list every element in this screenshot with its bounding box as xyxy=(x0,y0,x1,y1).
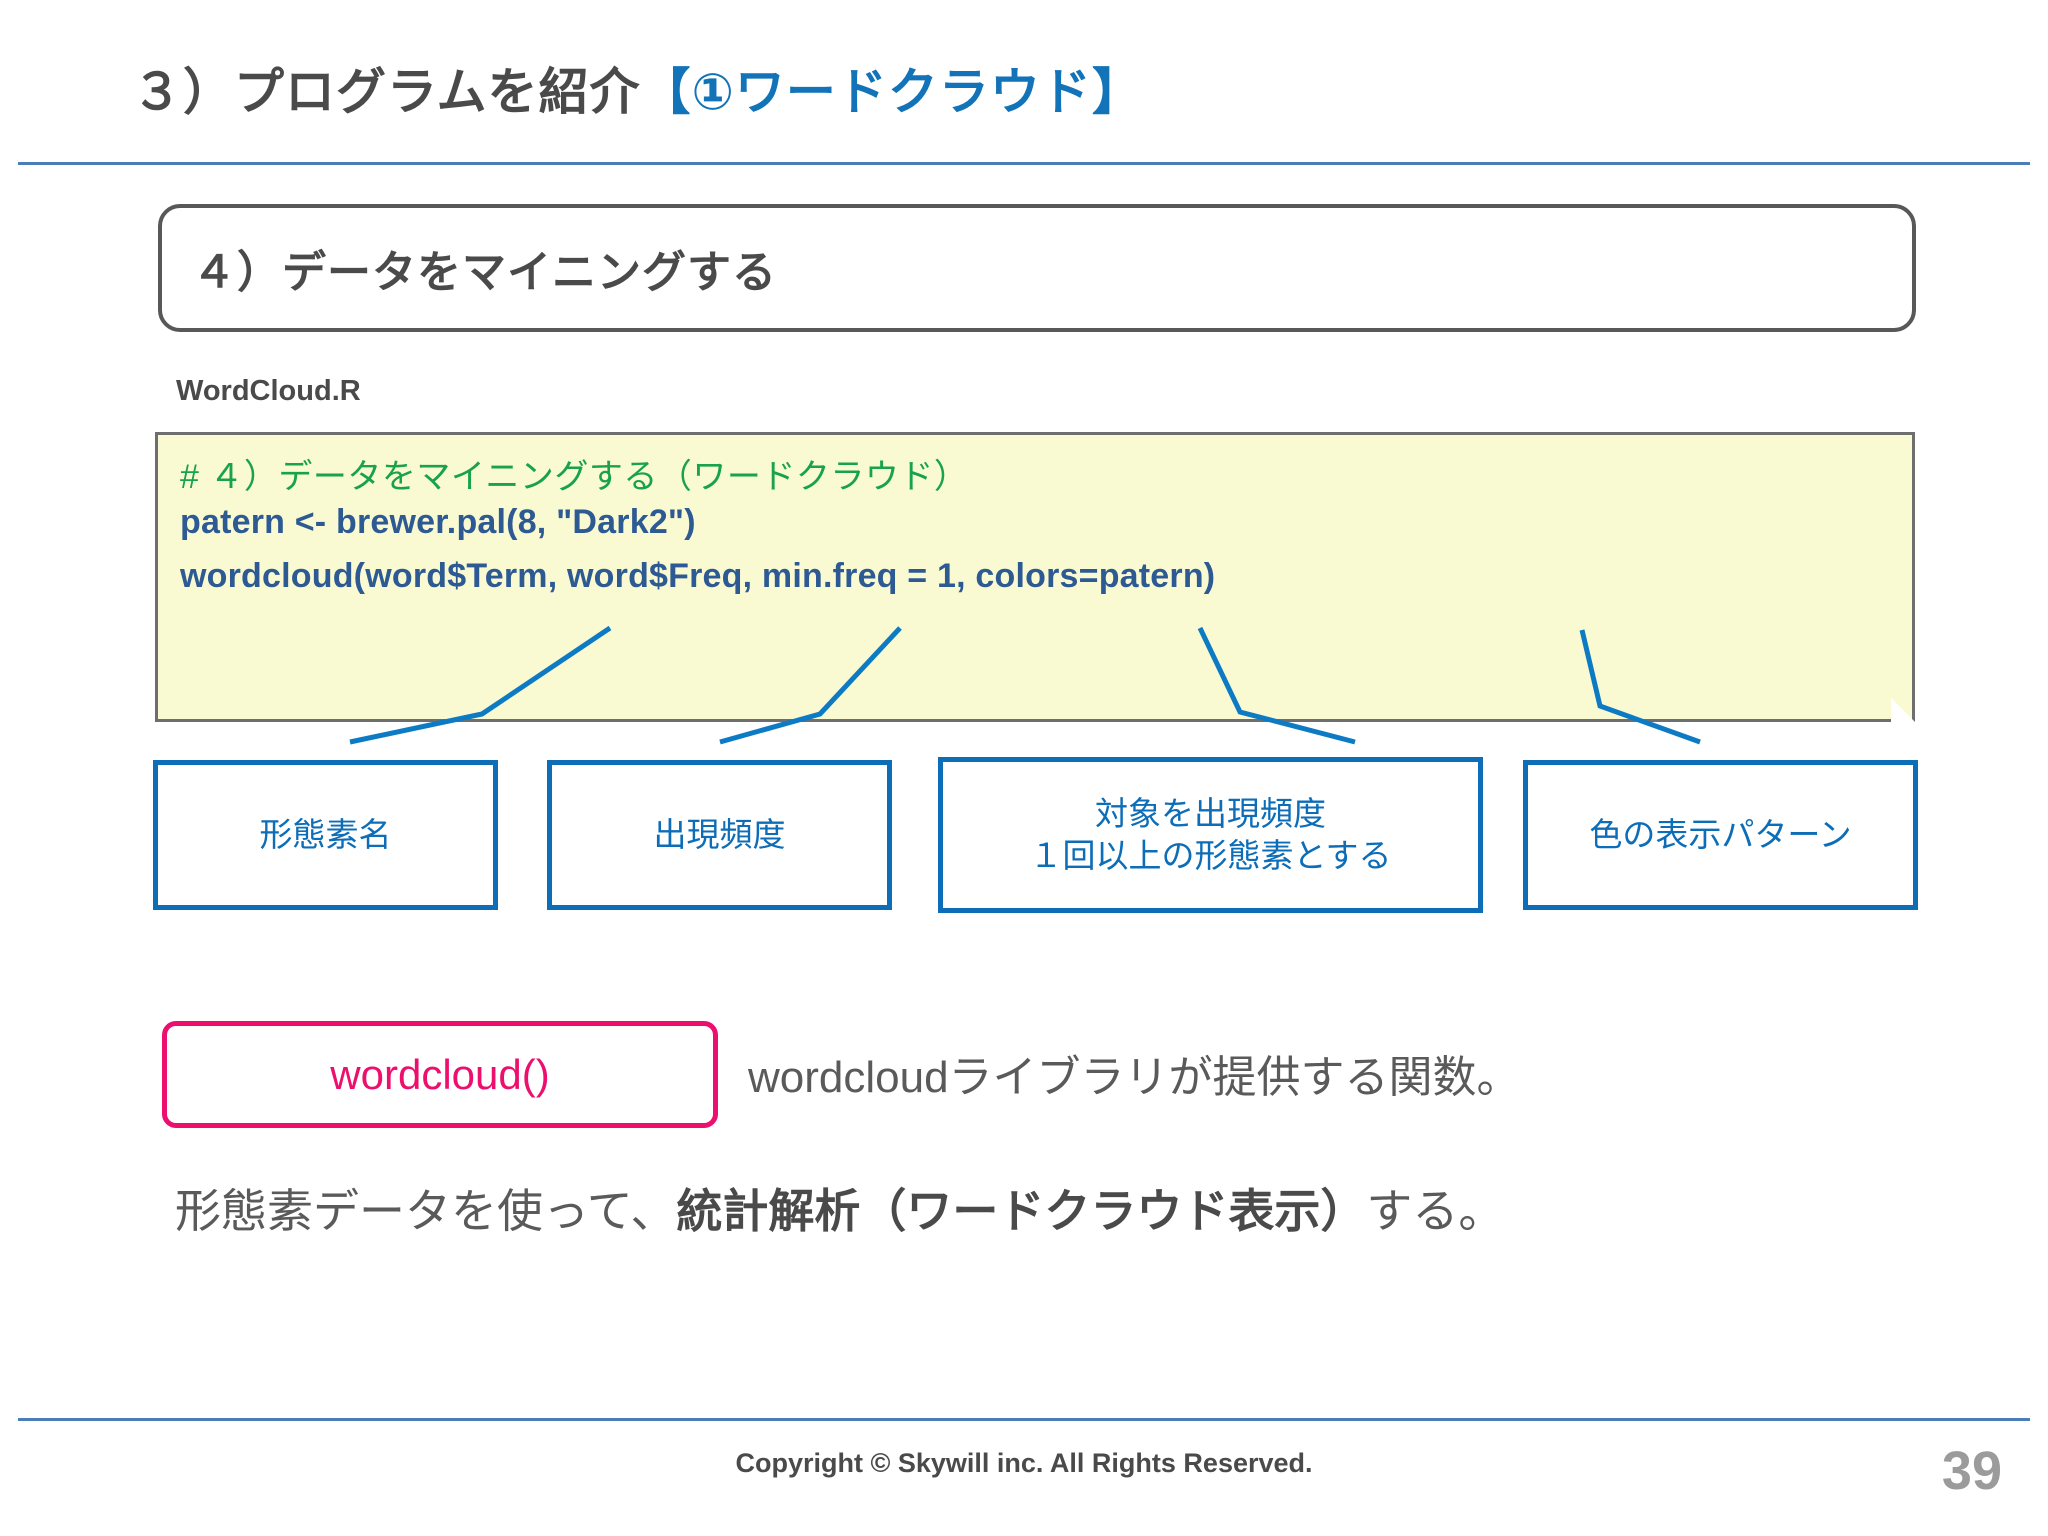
code-line-wordcloud: wordcloud(word$Term, word$Freq, min.freq… xyxy=(180,557,1216,595)
callout-label-colors: 色の表示パターン xyxy=(1589,815,1852,853)
callout-label-freq: 出現頻度 xyxy=(653,815,786,853)
section-heading-label: ４）データをマイニングする xyxy=(192,248,777,297)
callout-box-freq: 出現頻度 xyxy=(547,760,892,910)
code-line-patern: patern <- brewer.pal(8, "Dark2") xyxy=(180,503,696,541)
function-name-label: wordcloud() xyxy=(330,1050,550,1098)
footer-divider xyxy=(18,1418,2030,1421)
callout-minfreq-line2: １回以上の形態素とする xyxy=(1029,837,1392,874)
function-description: wordcloudライブラリが提供する関数。 xyxy=(748,1053,1521,1102)
page-title-primary: ３）プログラムを紹介 xyxy=(132,64,641,120)
footer-copyright: Copyright © Skywill inc. All Rights Rese… xyxy=(735,1448,1313,1478)
summary-text: 形態素データを使って、統計解析（ワードクラウド表示）する。 xyxy=(175,1175,1504,1241)
callout-box-term: 形態素名 xyxy=(153,760,498,910)
callout-box-minfreq: 対象を出現頻度 １回以上の形態素とする xyxy=(938,757,1483,913)
code-comment-line: # ４）データをマイニングする（ワードクラウド） xyxy=(180,458,969,496)
callout-box-colors: 色の表示パターン xyxy=(1523,760,1918,910)
callout-label-term: 形態素名 xyxy=(259,815,392,853)
page-title-highlight: 【①ワードクラウド】 xyxy=(640,64,1143,120)
summary-prefix: 形態素データを使って、 xyxy=(175,1185,677,1237)
file-name-label: WordCloud.R xyxy=(176,375,361,407)
page-number: 39 xyxy=(1941,1441,2002,1501)
callout-label-minfreq: 対象を出現頻度 １回以上の形態素とする xyxy=(1029,793,1391,877)
title-divider xyxy=(18,162,2030,165)
page-fold-icon xyxy=(1891,698,1915,722)
function-name-pill: wordcloud() xyxy=(162,1021,718,1128)
summary-emphasis: 統計解析（ワードクラウド表示） xyxy=(676,1185,1367,1237)
code-block: # ４）データをマイニングする（ワードクラウド） patern <- brewe… xyxy=(155,432,1915,722)
callout-minfreq-line1: 対象を出現頻度 xyxy=(1094,794,1326,832)
summary-suffix: する。 xyxy=(1366,1185,1505,1237)
section-heading-box xyxy=(158,204,1916,332)
page-title: ３）プログラムを紹介【①ワードクラウド】 xyxy=(132,52,1143,124)
